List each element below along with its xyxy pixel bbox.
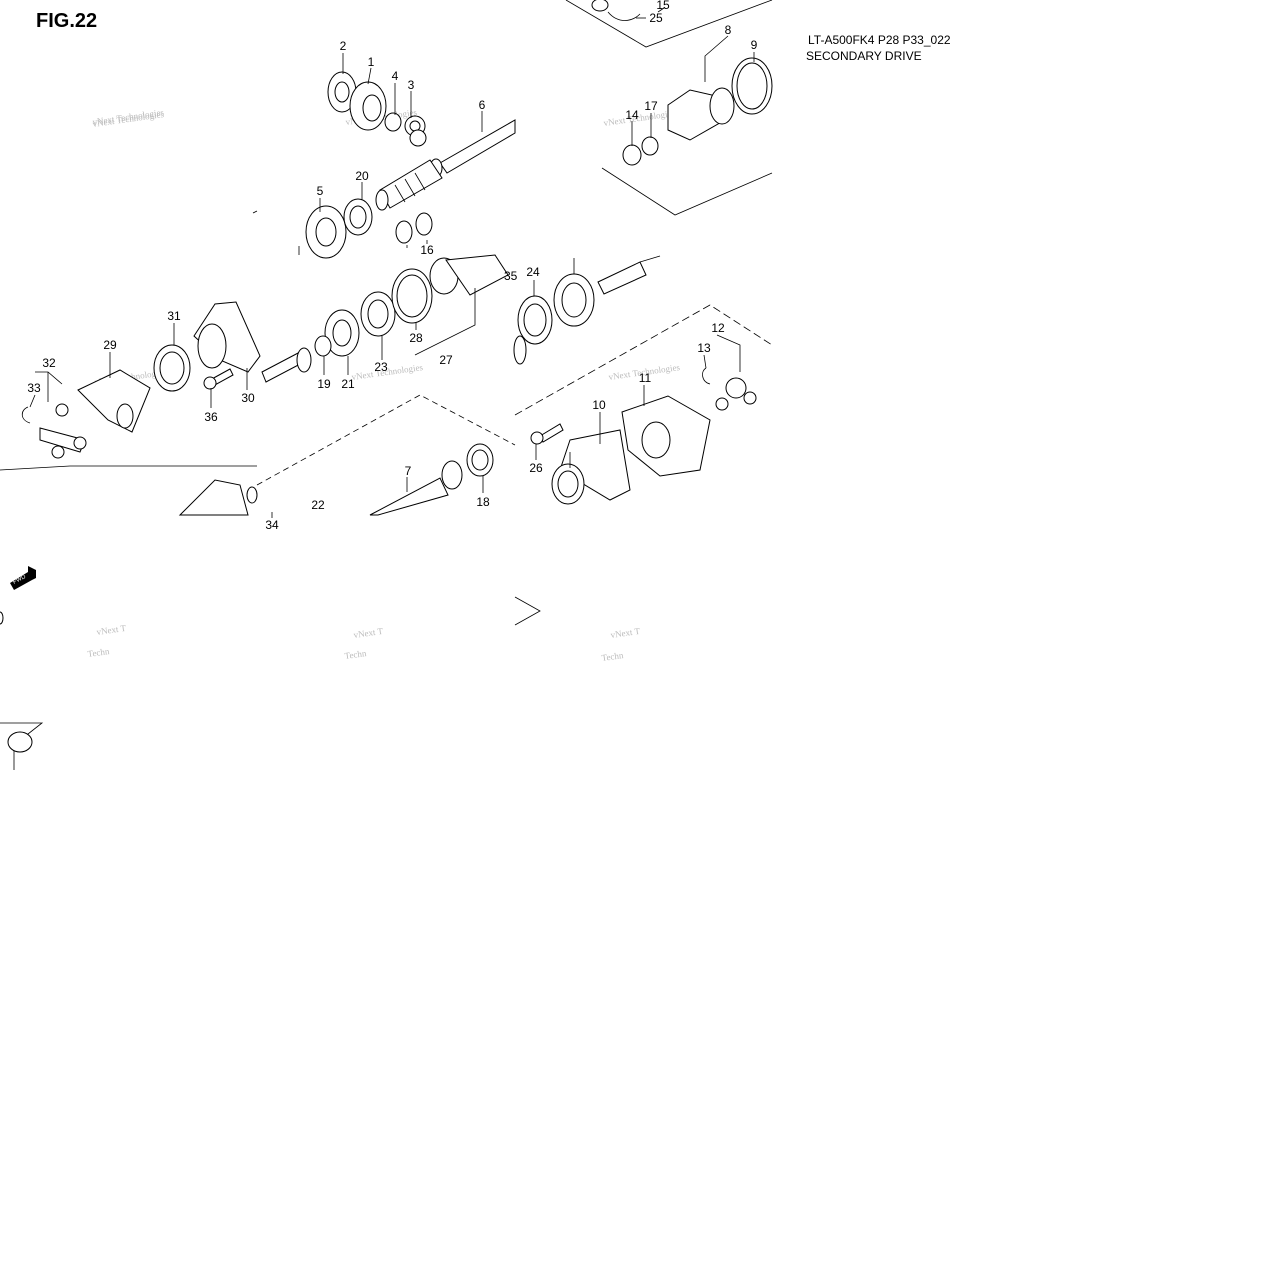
callout-3: 3	[408, 78, 415, 92]
part-yoke-34	[178, 479, 258, 516]
callout-17: 17	[644, 99, 658, 113]
callout-20: 20	[355, 169, 369, 183]
callout-14: 14	[625, 108, 639, 122]
callout-1: 1	[368, 55, 375, 69]
part-yoke-8	[591, 0, 773, 166]
callout-18: 18	[476, 495, 490, 509]
watermark-fragment: vNext T	[610, 626, 641, 640]
figure-title: FIG.22	[36, 10, 98, 32]
callout-34: 34	[265, 518, 279, 532]
callout-2: 2	[340, 39, 347, 53]
callout-32: 32	[42, 356, 56, 370]
callout-9: 9	[751, 38, 758, 52]
callout-16: 16	[420, 243, 434, 257]
part-shaft-6	[375, 119, 516, 211]
callout-21: 21	[341, 377, 355, 391]
figure-caption: SECONDARY DRIVE	[806, 49, 922, 61]
callout-4: 4	[392, 69, 399, 83]
callout-30: 30	[241, 391, 255, 405]
callout-26: 26	[529, 461, 543, 475]
part-fragments	[0, 611, 33, 753]
callout-29: 29	[103, 338, 117, 352]
part-bolt-36	[203, 368, 234, 390]
callouts: 2 1 4 3 6 20 5 16 15 25 8 9 14 17 31 29 …	[27, 0, 757, 532]
section-lines	[0, 0, 773, 770]
callout-8: 8	[725, 23, 732, 37]
part-yoke-29	[21, 369, 151, 459]
watermark-fragment: vNext T	[96, 623, 127, 637]
watermark-fragment: Techn	[344, 648, 368, 661]
part-shaft-7	[369, 443, 494, 516]
callout-12: 12	[711, 321, 725, 335]
part-flange-10	[530, 367, 757, 505]
callout-23: 23	[374, 360, 388, 374]
model-code: LT-A500FK4 P28 P33_022	[808, 33, 951, 47]
watermark-fragment: Techn	[87, 646, 111, 659]
callout-25: 25	[649, 11, 663, 25]
callout-10: 10	[592, 398, 606, 412]
callout-35: 35	[504, 269, 518, 283]
part-bevel-gear-5	[305, 198, 433, 259]
callout-36: 36	[204, 410, 218, 424]
watermark-fragment: Techn	[601, 650, 625, 663]
callout-27: 27	[439, 353, 453, 367]
callout-15: 15	[656, 0, 670, 12]
part-bearing-24	[513, 255, 661, 365]
callout-31: 31	[167, 309, 181, 323]
leader-lines	[29, 7, 755, 518]
callout-19: 19	[317, 377, 331, 391]
callout-11: 11	[639, 371, 652, 385]
callout-13: 13	[697, 341, 711, 355]
part-center-assembly	[261, 254, 509, 383]
watermark: vNext Technologies	[603, 108, 676, 128]
callout-7: 7	[405, 464, 412, 478]
callout-28: 28	[409, 331, 423, 345]
callout-5: 5	[317, 184, 324, 198]
fwd-arrow-icon: FWD	[10, 566, 36, 590]
callout-22: 22	[311, 498, 325, 512]
callout-33: 33	[27, 381, 41, 395]
watermark-fragment: vNext T	[353, 626, 384, 640]
part-flange-30	[153, 301, 261, 392]
caption-clip: SECONDARY DRIVE	[806, 49, 1006, 61]
callout-24: 24	[526, 265, 540, 279]
callout-6: 6	[479, 98, 486, 112]
part-gear-1	[327, 71, 427, 147]
